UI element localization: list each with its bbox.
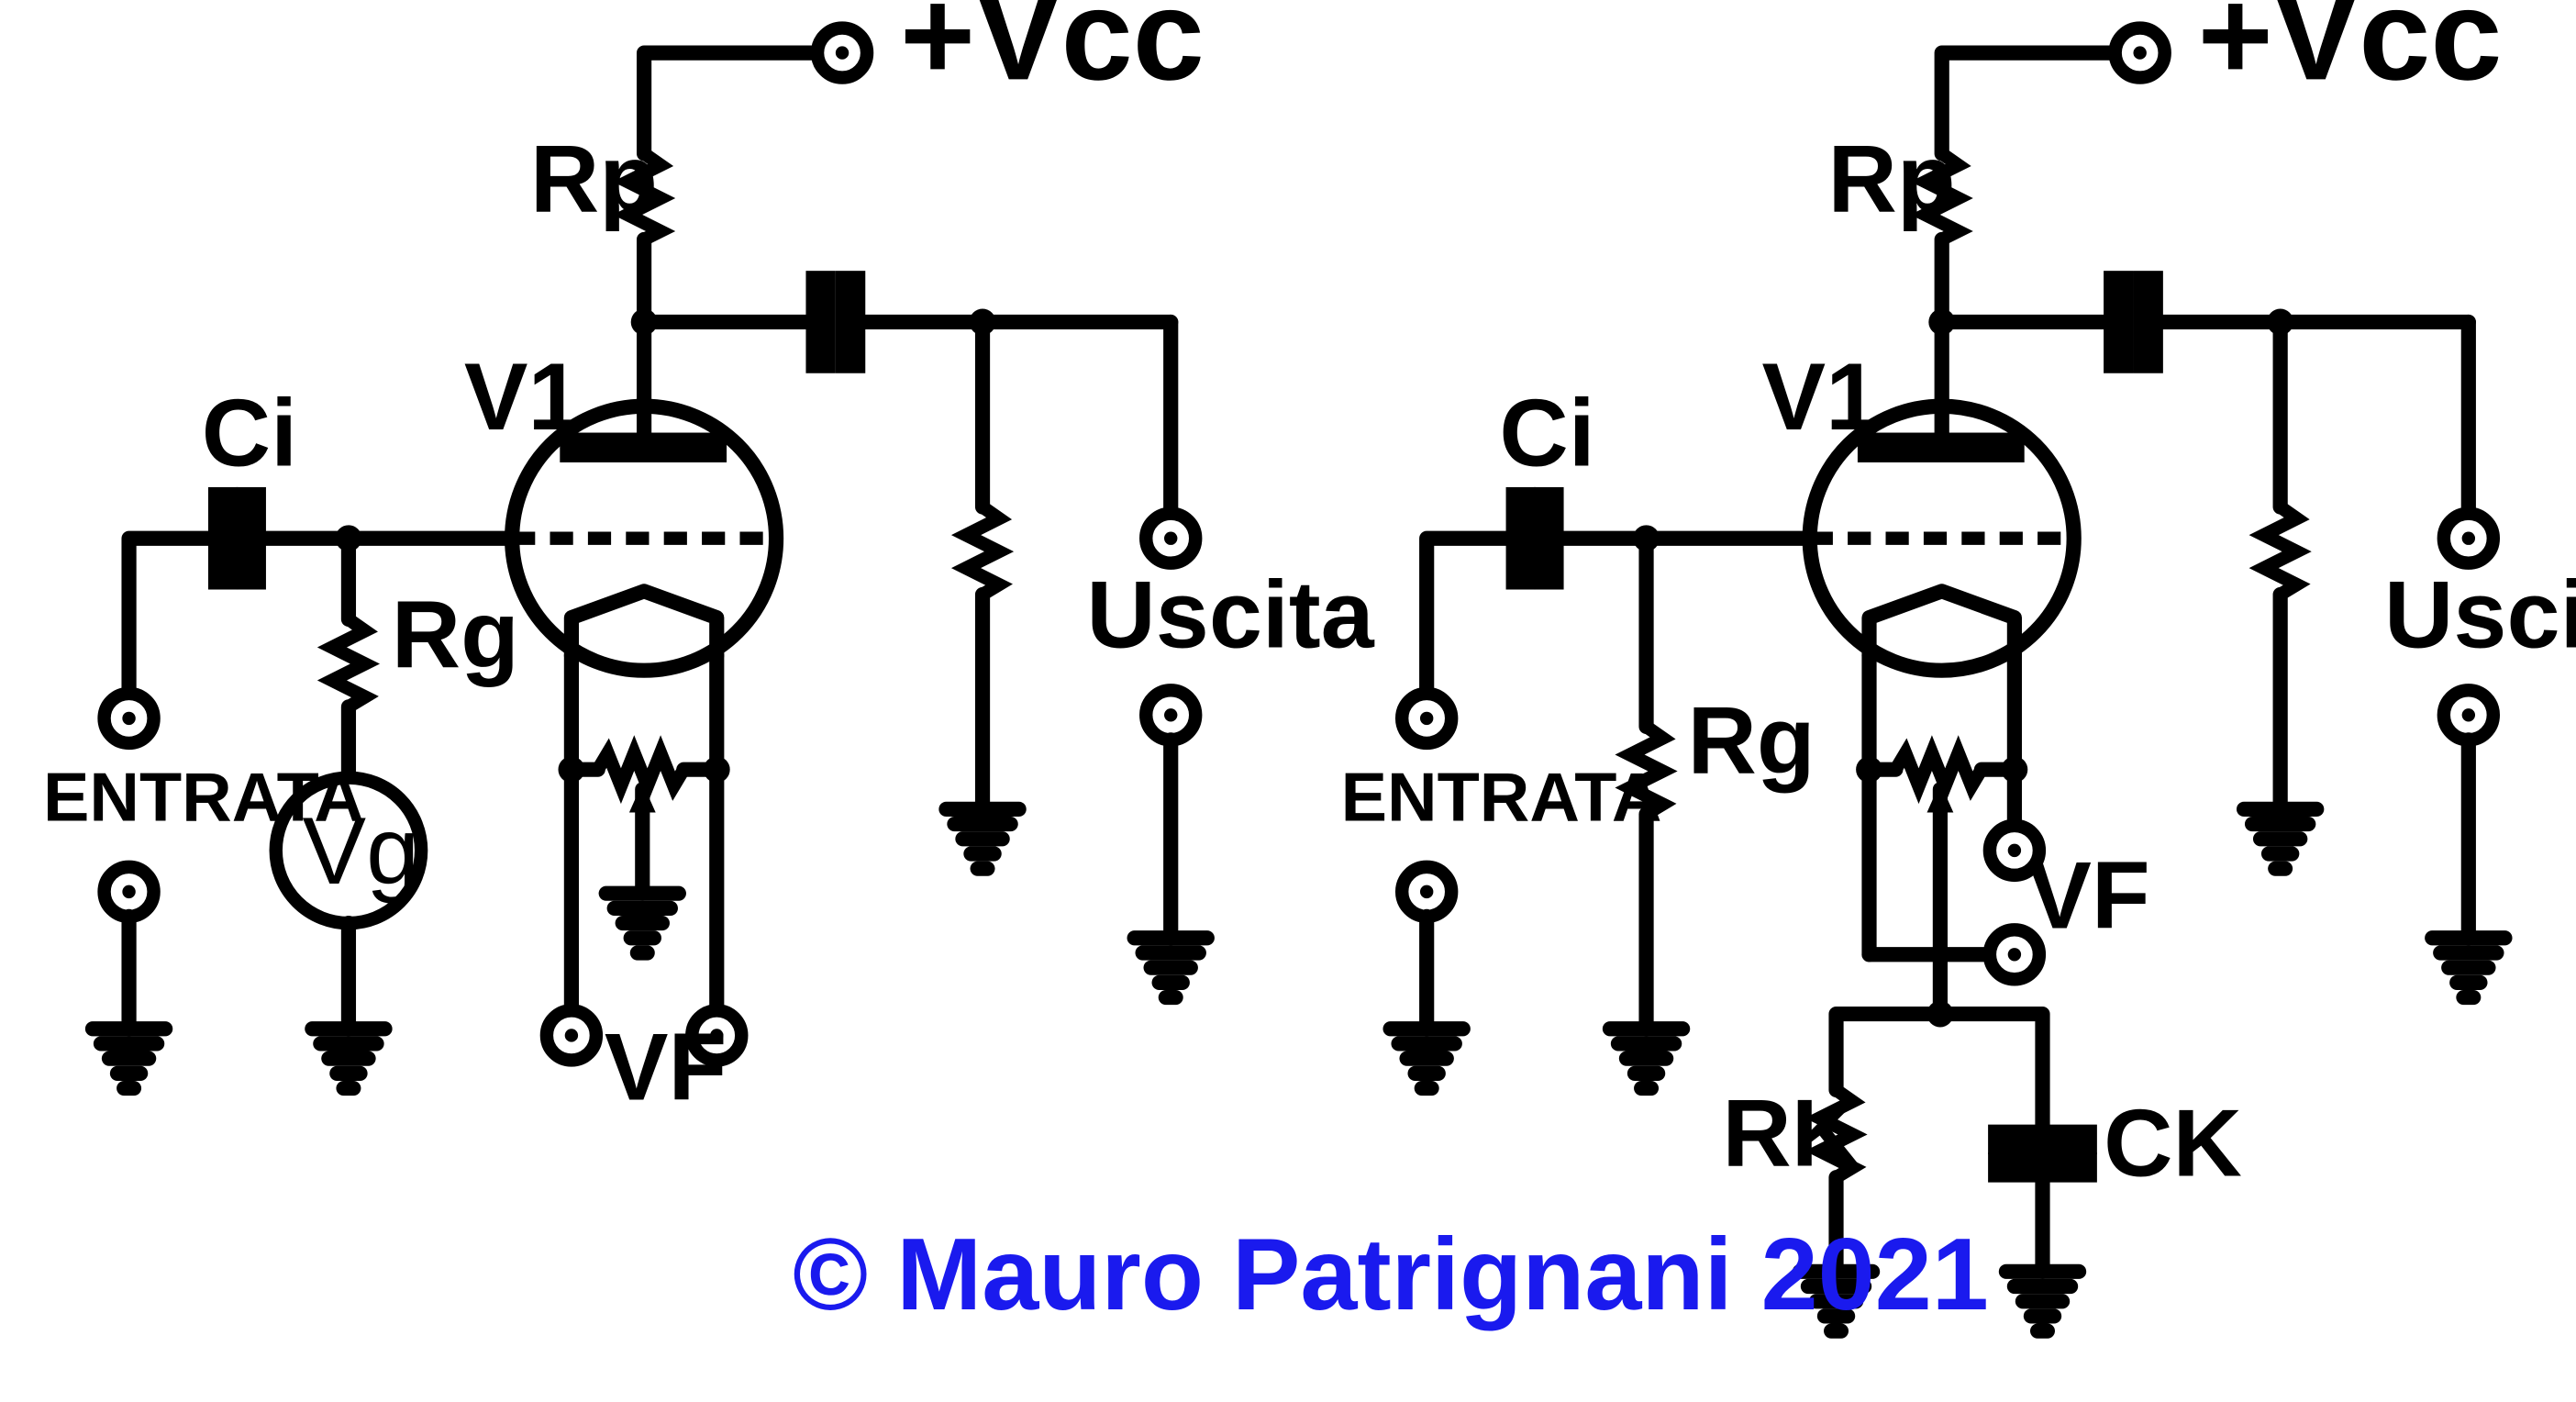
left-tube-anode [560, 432, 727, 462]
left-rg-label: Rg [392, 582, 519, 688]
left-circuit: +Vcc Rp Uscita V1 [43, 0, 1375, 1121]
right-vcc-terminal [2115, 28, 2165, 78]
left-uscita-terminal-bottom [1146, 690, 1195, 740]
right-rg-label: Rg [1688, 687, 1815, 794]
left-rp-resistor [612, 148, 676, 246]
left-load-ground [946, 809, 1018, 869]
right-tube-anode [1857, 432, 2025, 462]
copyright-notice: © Mauro Patrignani 2021 [793, 1217, 1989, 1331]
right-rg-ground [1610, 1029, 1682, 1088]
left-v1-label: V1 [464, 344, 582, 451]
right-load-ground [2244, 809, 2316, 869]
left-rp-label: Rp [530, 126, 658, 232]
left-pot-ground [606, 894, 679, 953]
left-rg-resistor [316, 614, 381, 713]
right-rk-resistor [1804, 1084, 1868, 1184]
left-uscita-ground [1135, 938, 1207, 997]
right-vcc-label: +Vcc [2198, 0, 2503, 106]
right-tube-filament [1861, 584, 2022, 663]
right-ck-ground [2006, 1272, 2079, 1331]
right-rp-resistor [1910, 148, 1973, 246]
right-entrata-label: ENTRATA [1341, 759, 1662, 836]
left-uscita-terminal-top [1146, 514, 1195, 563]
left-vg-ground [312, 1029, 384, 1088]
right-v1-label: V1 [1762, 344, 1880, 451]
left-vg-label: Vg [303, 798, 420, 905]
left-vf-label: VF [605, 1015, 727, 1121]
left-vcc-terminal [817, 28, 867, 78]
right-ck-plate1 [1988, 1124, 2097, 1155]
left-ci-label: Ci [202, 381, 297, 487]
right-circuit: +Vcc Rp Uscita V1 VF [1341, 0, 2576, 1331]
left-vf-terminal-1 [547, 1010, 596, 1060]
left-entrata-terminal-top [105, 694, 154, 743]
right-rp-label: Rp [1828, 126, 1956, 232]
left-entrata-label: ENTRATA [43, 759, 364, 836]
right-uscita-label: Uscita [2384, 562, 2576, 669]
left-tube-filament [563, 584, 725, 663]
right-uscita-ground [2432, 938, 2504, 997]
left-ci-plate2 [236, 486, 266, 590]
left-uscita-label: Uscita [1086, 562, 1374, 669]
left-hum-pot [592, 735, 690, 805]
right-uscita-terminal-bottom [2444, 690, 2493, 740]
right-entrata-ground [1391, 1029, 1463, 1088]
right-rk-label: RK [1722, 1081, 1860, 1187]
right-output-cap-plate1 [2104, 271, 2134, 373]
left-vcc-label: +Vcc [900, 0, 1205, 106]
right-load-resistor [2248, 501, 2312, 601]
right-ci-label: Ci [1499, 381, 1594, 487]
left-load-resistor [950, 501, 1015, 601]
left-entrata-ground [93, 1029, 165, 1088]
left-output-cap-plate1 [805, 271, 836, 373]
right-uscita-terminal-top [2444, 514, 2493, 563]
right-entrata-terminal-top [1402, 694, 1451, 743]
right-vf-label: VF [2027, 842, 2149, 949]
right-ck-label: CK [2104, 1090, 2242, 1196]
right-ci-plate2 [1534, 486, 1564, 590]
right-rg-resistor [1615, 720, 1678, 820]
right-hum-pot [1890, 735, 1988, 805]
